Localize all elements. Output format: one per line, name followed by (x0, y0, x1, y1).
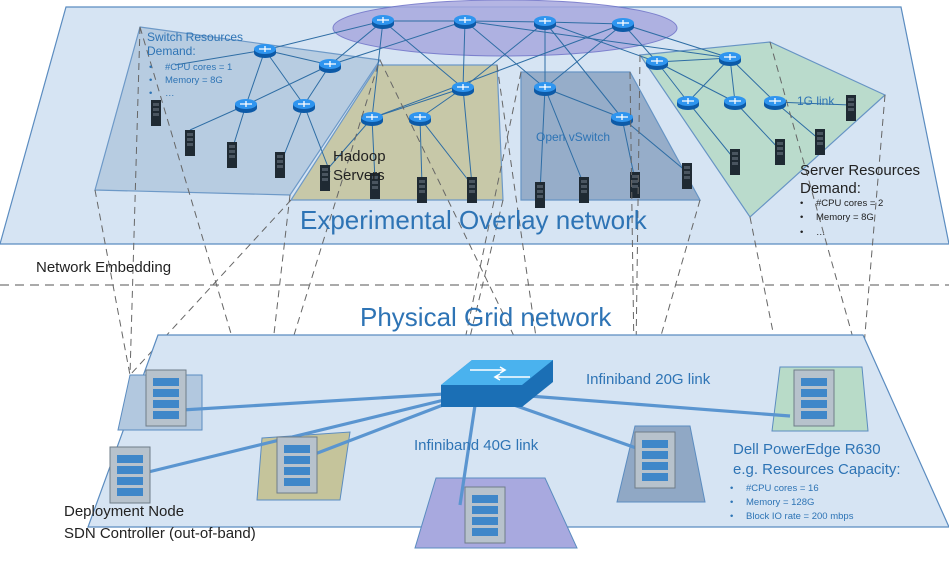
switch-demand-item: #CPU cores = 1 (147, 62, 232, 75)
link-1g-label: 1G link (797, 94, 835, 108)
physical-title: Physical Grid network (360, 302, 612, 332)
dell-label-2: e.g. Resources Capacity: (733, 461, 901, 478)
capacity-item: Block IO rate = 200 mbps (728, 510, 853, 524)
link-40g-label: Infiniband 40G link (414, 437, 539, 454)
dell-label-1: Dell PowerEdge R630 (733, 441, 881, 458)
ovs-label: Open vSwitch (536, 130, 611, 144)
switch-demand-heading-1: Switch Resources (147, 30, 244, 44)
server-demand-item: … (798, 226, 883, 241)
embedding-label: Network Embedding (36, 259, 172, 276)
overlay-title: Experimental Overlay network (300, 205, 647, 235)
server-demand-item: #CPU cores = 2 (798, 197, 883, 212)
hadoop-label-1: Hadoop (333, 148, 386, 165)
capacity-item: Memory = 128G (728, 496, 853, 510)
switch-demand-item: … (147, 88, 232, 101)
capacity-list: #CPU cores = 16 Memory = 128G Block IO r… (728, 482, 853, 523)
deployment-label-2: SDN Controller (out-of-band) (64, 525, 256, 542)
switch-demand-heading-2: Demand: (147, 44, 196, 58)
server-demand-heading-1: Server Resources (800, 162, 921, 179)
switch-demand-item: Memory = 8G (147, 75, 232, 88)
core-ring (332, 0, 678, 57)
switch-demand-list: #CPU cores = 1 Memory = 8G … (147, 62, 232, 100)
link-20g-label: Infiniband 20G link (586, 371, 711, 388)
hadoop-label-2: Servers (333, 167, 385, 184)
server-demand-item: Memory = 8G (798, 211, 883, 226)
server-demand-heading-2: Demand: (800, 180, 861, 197)
physical-switch (441, 360, 553, 407)
server-demand-list: #CPU cores = 2 Memory = 8G … (798, 197, 883, 240)
capacity-item: #CPU cores = 16 (728, 482, 853, 496)
deployment-label-1: Deployment Node (64, 503, 185, 520)
